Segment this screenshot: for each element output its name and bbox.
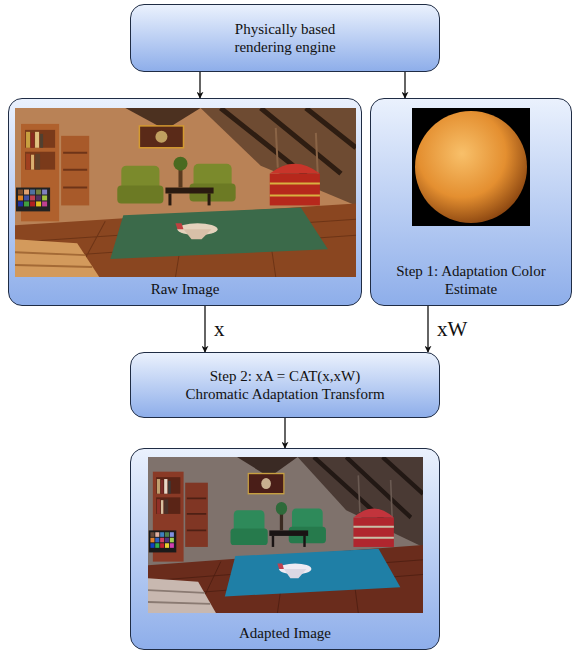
panel-caption: Adapted Image bbox=[239, 624, 331, 642]
adapted-room-render bbox=[148, 457, 423, 613]
signal-label: x bbox=[214, 318, 225, 340]
image-panel: Step 1: Adaptation Color Estimate bbox=[370, 98, 572, 306]
panel-caption: Raw Image bbox=[151, 280, 220, 298]
image-panel: Raw Image bbox=[8, 98, 362, 306]
flow-arrow bbox=[199, 72, 200, 98]
box-label: Step 2: xA = CAT(x,xW) Chromatic Adaptat… bbox=[179, 367, 391, 403]
box-label: Physically based rendering engine bbox=[210, 20, 360, 56]
panel-caption: Step 1: Adaptation Color Estimate bbox=[396, 262, 546, 298]
flow-arrow bbox=[427, 306, 428, 352]
flow-arrow bbox=[204, 306, 205, 352]
flow-arrow bbox=[404, 72, 405, 98]
signal-label: xW bbox=[437, 318, 467, 340]
process-box: Step 2: xA = CAT(x,xW) Chromatic Adaptat… bbox=[130, 352, 440, 418]
image-panel: Adapted Image bbox=[130, 448, 440, 650]
process-box: Physically based rendering engine bbox=[130, 4, 440, 72]
flow-arrow bbox=[284, 418, 285, 448]
raw-room-render bbox=[15, 108, 356, 277]
adaptation-sphere bbox=[412, 108, 530, 226]
